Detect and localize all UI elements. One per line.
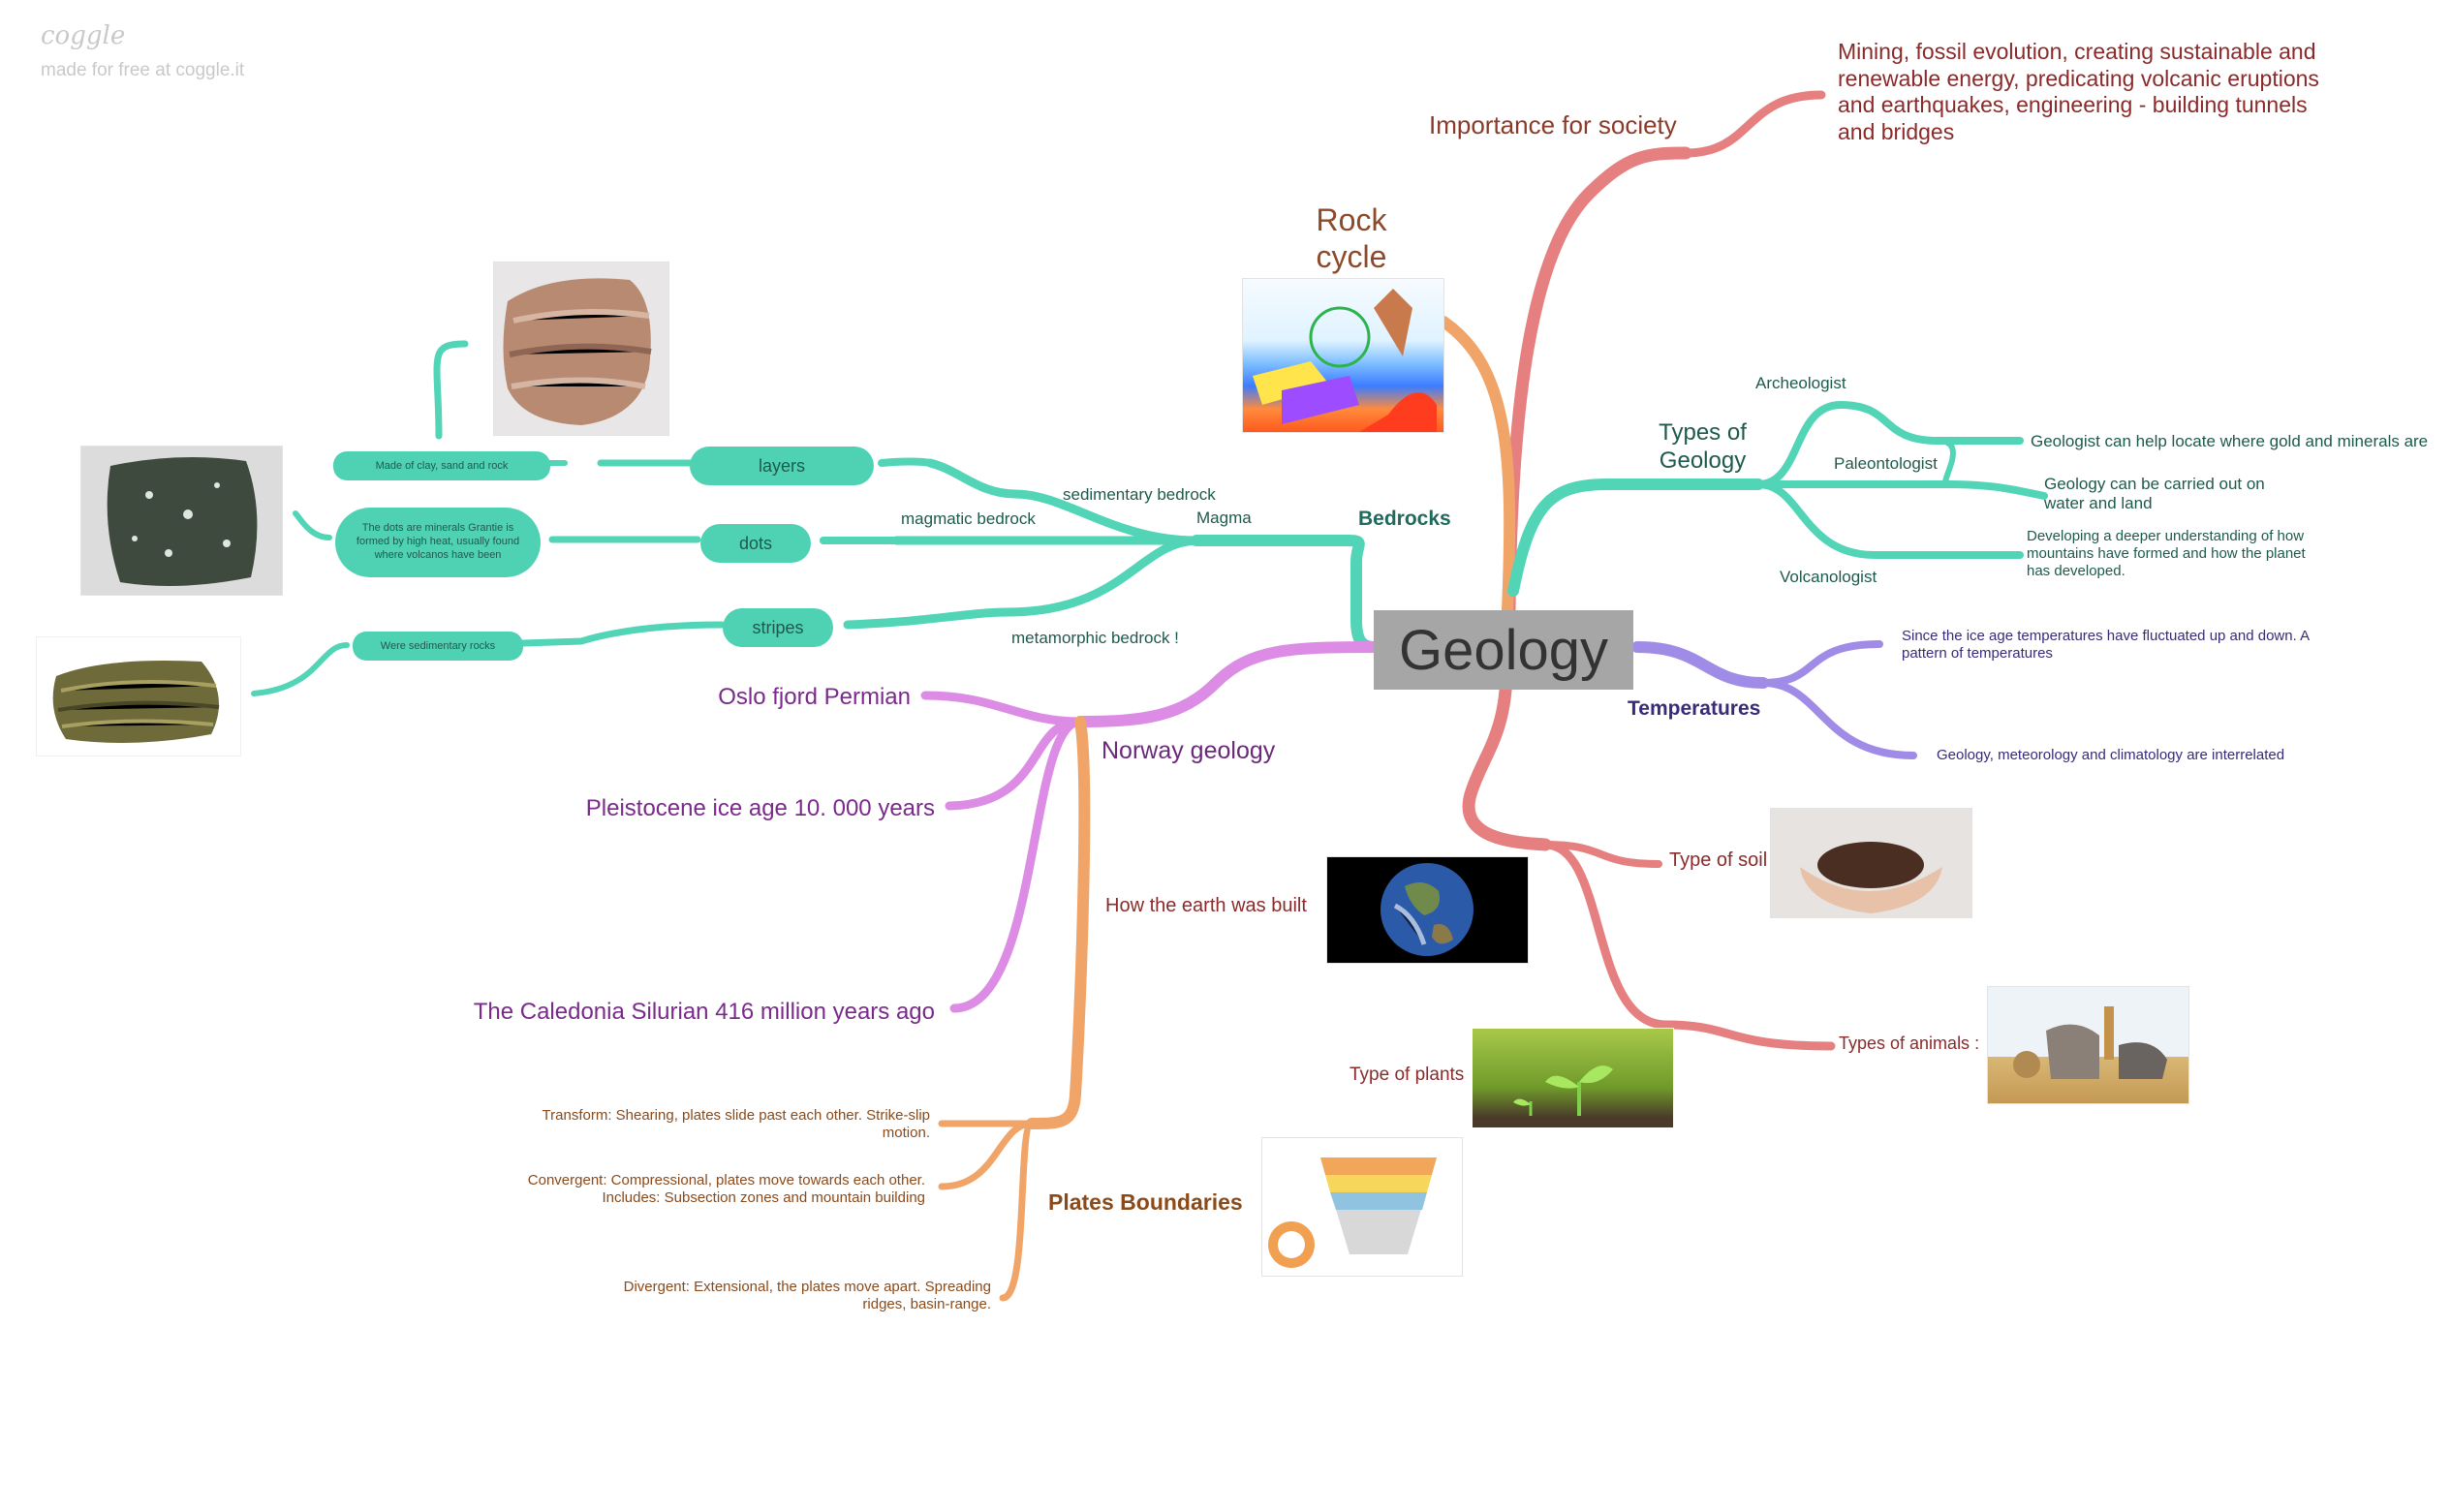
geology-note-water-land[interactable]: Geology can be carried out on water and … (2044, 475, 2265, 513)
soil-title[interactable]: Type of soil (1669, 849, 1768, 871)
coggle-logo: coggle (41, 21, 126, 50)
branch-rock-cycle (1438, 316, 1516, 616)
root-label: Geology (1398, 618, 1609, 682)
stripes-note: Were sedimentary rocks (380, 640, 496, 652)
dots-note: The dots are minerals Grantie is formed … (356, 522, 520, 561)
magmatic-label[interactable]: magmatic bedrock (901, 509, 1036, 528)
earth-layers-diagram[interactable] (1261, 1137, 1463, 1277)
plates-convergent[interactable]: Convergent: Compressional, plates move t… (527, 1172, 925, 1206)
importance-detail[interactable]: Mining, fossil evolution, creating susta… (1838, 39, 2319, 144)
rock-cycle-title[interactable]: Rock cycle (1316, 202, 1387, 275)
granite-image[interactable] (80, 446, 283, 596)
granite-icon (107, 457, 258, 586)
norway-caledonia[interactable]: The Caledonia Silurian 416 million years… (473, 999, 935, 1025)
plates-transform[interactable]: Transform: Shearing, plates slide past e… (542, 1107, 930, 1141)
dots-node[interactable]: dots (700, 524, 811, 563)
temperatures-title[interactable]: Temperatures (1628, 697, 1761, 720)
striped-rock-icon (52, 661, 220, 743)
soil-hands-icon (1800, 842, 1942, 913)
archeologist-label[interactable]: Archeologist (1755, 374, 1846, 392)
magma-label[interactable]: Magma (1196, 509, 1252, 527)
bedrocks-title[interactable]: Bedrocks (1358, 508, 1451, 530)
plants-title[interactable]: Type of plants (1350, 1065, 1465, 1085)
layers-note: Made of clay, sand and rock (375, 460, 509, 472)
stripes-note-node[interactable]: Were sedimentary rocks (353, 632, 523, 661)
rock-cycle-diagram[interactable] (1242, 278, 1444, 433)
plates-title[interactable]: Plates Boundaries (1048, 1189, 1243, 1215)
rock-cycle-icon (1253, 289, 1437, 432)
earth-title[interactable]: How the earth was built (1105, 895, 1307, 916)
branch-importance (1503, 90, 1826, 617)
stripes-node[interactable]: stripes (723, 608, 833, 647)
layers-label: layers (758, 455, 805, 476)
seedling-icon (1513, 1065, 1613, 1116)
plants-image[interactable] (1472, 1028, 1674, 1128)
norway-pleistocene[interactable]: Pleistocene ice age 10. 000 years (585, 795, 935, 821)
branch-bedrocks (251, 340, 1380, 696)
branch-soil-animals (1462, 662, 1836, 1051)
earth-image[interactable] (1326, 856, 1529, 964)
volcanologist-label[interactable]: Volcanologist (1780, 568, 1877, 586)
coggle-tagline: made for free at coggle.it (41, 60, 245, 80)
soil-image[interactable] (1770, 808, 1972, 918)
earth-layers-icon (1268, 1157, 1437, 1268)
striped-rock-image[interactable] (36, 636, 241, 756)
norway-oslo[interactable]: Oslo fjord Permian (718, 684, 911, 710)
sedimentary-label[interactable]: sedimentary bedrock (1063, 485, 1216, 504)
dots-label: dots (738, 533, 773, 553)
temperatures-note-related[interactable]: Geology, meteorology and climatology are… (1937, 747, 2285, 763)
norway-title[interactable]: Norway geology (1101, 737, 1276, 764)
layers-note-node[interactable]: Made of clay, sand and rock (333, 451, 550, 480)
paleontologist-label[interactable]: Paleontologist (1834, 454, 1938, 473)
stripes-label: stripes (752, 617, 804, 637)
metamorphic-label[interactable]: metamorphic bedrock ! (1011, 629, 1179, 647)
earth-globe-icon (1381, 863, 1474, 956)
dots-note-node[interactable]: The dots are minerals Grantie is formed … (335, 508, 541, 577)
animals-icon (2013, 1006, 2167, 1079)
branch-types-of-geology (1507, 400, 2048, 597)
types-of-geology-title[interactable]: Types of Geology (1659, 419, 1747, 474)
animals-image[interactable] (1987, 986, 2189, 1104)
layers-node[interactable]: layers (690, 447, 874, 485)
importance-title[interactable]: Importance for society (1429, 110, 1677, 139)
animals-title[interactable]: Types of animals : (1839, 1034, 1980, 1053)
branch-temperatures (1631, 640, 1917, 759)
layered-rock-icon (503, 278, 652, 425)
layered-rock-image[interactable] (493, 262, 669, 436)
temperatures-note-ice-age[interactable]: Since the ice age temperatures have fluc… (1902, 628, 2310, 662)
root-node[interactable]: Geology (1374, 610, 1633, 690)
branch-norway (920, 641, 1380, 1013)
geology-note-mountains[interactable]: Developing a deeper understanding of how… (2027, 528, 2306, 579)
plates-divergent[interactable]: Divergent: Extensional, the plates move … (623, 1279, 991, 1312)
geology-note-gold[interactable]: Geologist can help locate where gold and… (2031, 432, 2429, 450)
branch-plates (938, 716, 1091, 1302)
